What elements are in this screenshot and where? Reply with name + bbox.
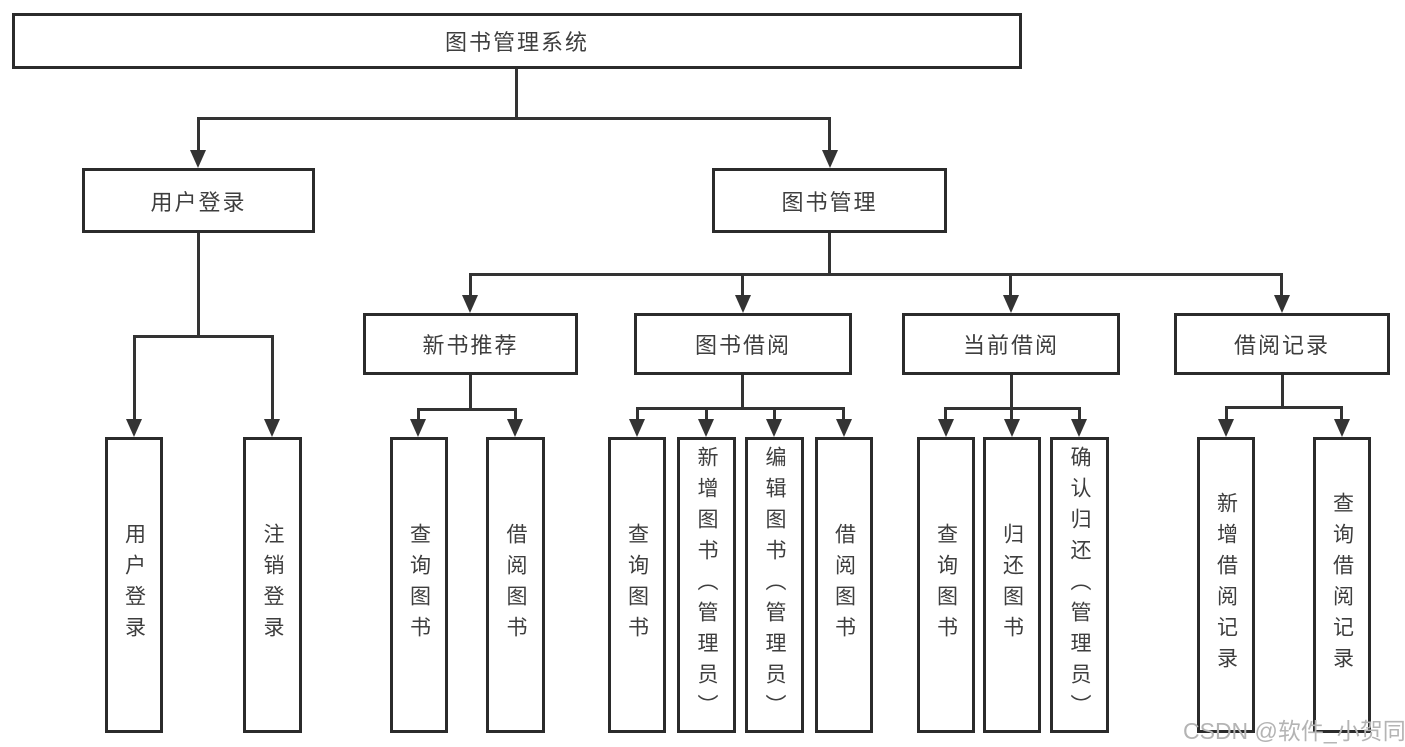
leaf-borrow-edit-admin-label: 编辑图书（管理员） [763,445,786,725]
leaf-current-confirm-admin: 确认归还（管理员） [1050,437,1109,733]
node-book-management-label: 图书管理 [781,189,878,215]
connector [197,117,831,120]
leaf-current-return-label: 归还图书 [1000,523,1024,647]
connector [271,335,274,419]
node-root-label: 图书管理系统 [444,30,589,55]
leaf-newbook-query-label: 查询图书 [407,523,431,647]
leaf-newbook-borrow-label: 借阅图书 [504,523,527,647]
connector [1009,273,1012,295]
leaf-logout: 注销登录 [243,437,302,733]
arrow-down-icon [1334,419,1350,437]
leaf-newbook-query: 查询图书 [390,437,448,733]
connector [1281,375,1284,408]
connector [417,408,420,420]
node-book-management: 图书管理 [712,168,947,233]
arrow-down-icon [766,419,782,437]
leaf-current-query-label: 查询图书 [934,523,958,647]
connector [944,407,947,421]
connector [1225,406,1228,421]
connector [741,375,744,409]
leaf-current-return: 归还图书 [983,437,1041,733]
connector [636,407,845,410]
connector [741,273,744,295]
arrow-down-icon [1071,419,1087,437]
connector [133,335,136,419]
arrow-down-icon [264,419,280,437]
connector [1010,407,1013,421]
connector [197,233,200,337]
arrow-down-icon [126,419,142,437]
connector [469,273,472,295]
connector [773,407,776,421]
connector [1225,406,1343,409]
connector [705,407,708,421]
arrow-down-icon [698,419,714,437]
leaf-current-query: 查询图书 [917,437,975,733]
arrow-down-icon [1004,419,1020,437]
connector [1340,406,1343,421]
arrow-down-icon [462,295,478,313]
arrow-down-icon [410,419,426,437]
node-borrow-records-label: 借阅记录 [1233,333,1330,358]
leaf-user-login-label: 用户登录 [122,523,146,647]
connector [515,69,518,119]
leaf-current-confirm-admin-label: 确认归还（管理员） [1068,445,1091,725]
leaf-record-query: 查询借阅记录 [1313,437,1371,733]
connector [828,117,831,151]
leaf-record-add-label: 新增借阅记录 [1214,492,1238,678]
arrow-down-icon [507,419,523,437]
leaf-record-query-label: 查询借阅记录 [1330,492,1354,678]
leaf-borrow-query: 查询图书 [608,437,666,733]
arrow-down-icon [735,295,751,313]
node-current-borrow-label: 当前借阅 [962,333,1059,358]
leaf-borrow-borrow: 借阅图书 [815,437,873,733]
connector [469,273,1283,276]
connector [842,407,845,421]
node-current-borrow: 当前借阅 [902,313,1120,375]
connector [1078,407,1081,421]
arrow-down-icon [938,419,954,437]
arrow-down-icon [822,150,838,168]
connector [945,407,1081,410]
arrow-down-icon [1274,295,1290,313]
connector [417,408,517,411]
connector [1010,375,1013,409]
connector [514,408,517,420]
node-user-login: 用户登录 [82,168,315,233]
connector [469,375,472,410]
leaf-borrow-add-admin: 新增图书（管理员） [677,437,736,733]
connector [828,233,831,276]
node-borrow-records: 借阅记录 [1174,313,1390,375]
connector [636,407,639,421]
leaf-borrow-add-admin-label: 新增图书（管理员） [695,445,718,725]
arrow-down-icon [836,419,852,437]
node-root: 图书管理系统 [12,13,1022,69]
leaf-user-login: 用户登录 [105,437,163,733]
node-book-borrow-label: 图书借阅 [694,333,791,358]
arrow-down-icon [629,419,645,437]
leaf-record-add: 新增借阅记录 [1197,437,1255,733]
connector [133,335,274,338]
node-book-borrow: 图书借阅 [634,313,852,375]
leaf-borrow-query-label: 查询图书 [625,523,649,647]
csdn-watermark: CSDN @软件_小贺同学 [1183,718,1405,744]
node-user-login-label: 用户登录 [150,189,247,215]
node-new-book-recommend-label: 新书推荐 [422,333,519,358]
leaf-newbook-borrow: 借阅图书 [486,437,545,733]
arrow-down-icon [190,150,206,168]
leaf-borrow-edit-admin: 编辑图书（管理员） [745,437,804,733]
leaf-borrow-borrow-label: 借阅图书 [832,523,856,647]
node-new-book-recommend: 新书推荐 [363,313,578,375]
connector [197,117,200,151]
arrow-down-icon [1003,295,1019,313]
leaf-logout-label: 注销登录 [261,523,284,647]
arrow-down-icon [1218,419,1234,437]
connector [1280,273,1283,295]
